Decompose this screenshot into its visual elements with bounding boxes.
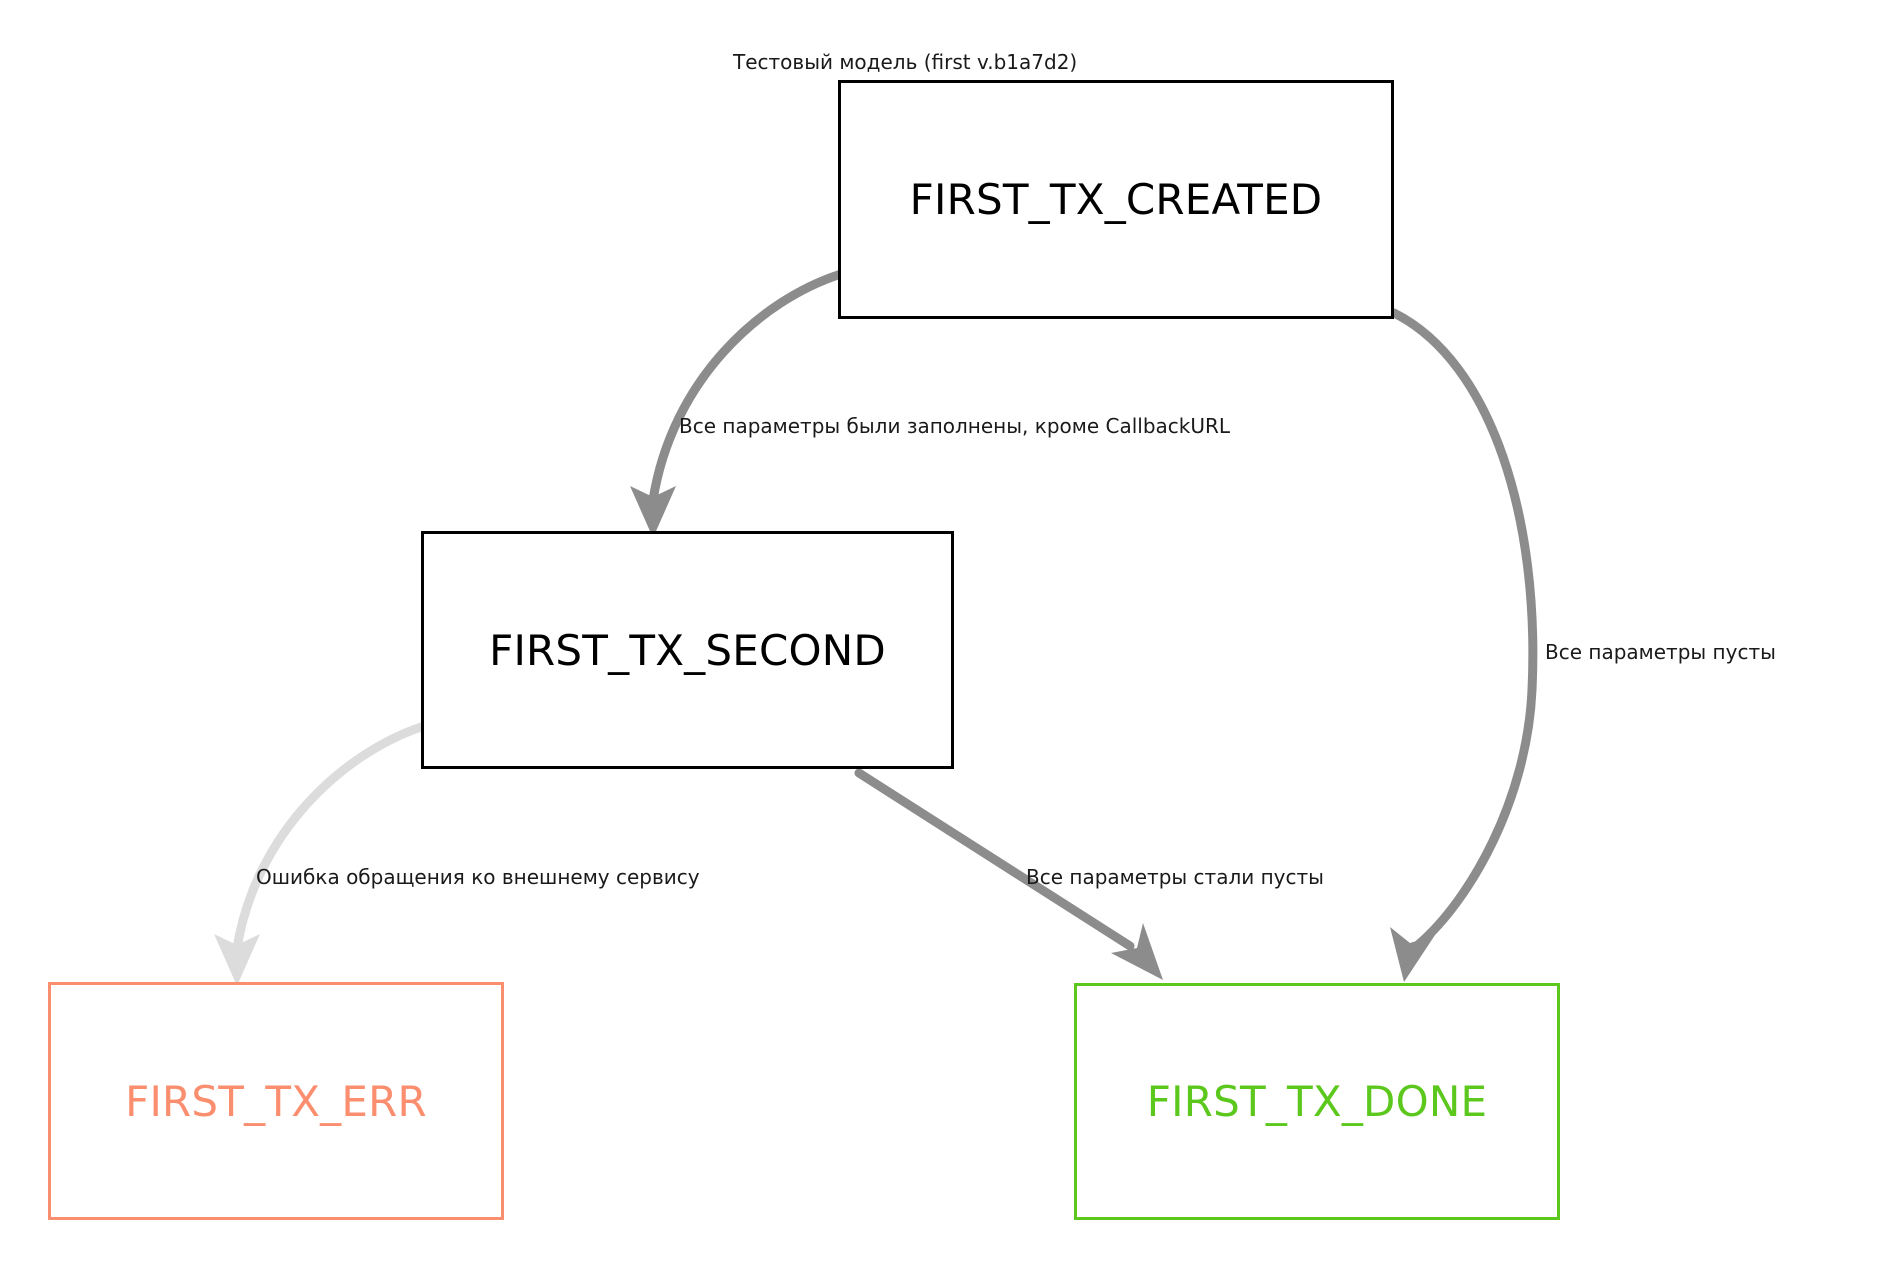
node-first-tx-second[interactable]: FIRST_TX_SECOND bbox=[421, 531, 954, 769]
edge-created-to-second bbox=[630, 269, 846, 538]
arrowhead-second-to-err bbox=[214, 934, 260, 986]
node-label-first-tx-second: FIRST_TX_SECOND bbox=[489, 625, 886, 675]
arrowhead-second-to-done bbox=[1111, 923, 1163, 980]
edge-label-created-to-second: Все параметры были заполнены, кроме Call… bbox=[679, 414, 1231, 438]
node-first-tx-err[interactable]: FIRST_TX_ERR bbox=[48, 982, 504, 1220]
edge-label-second-to-done: Все параметры стали пусты bbox=[1026, 865, 1324, 889]
edge-created-to-done bbox=[1389, 308, 1538, 982]
edge-second-to-err bbox=[214, 721, 429, 986]
arrowhead-created-to-done bbox=[1390, 927, 1435, 982]
node-label-first-tx-created: FIRST_TX_CREATED bbox=[909, 175, 1323, 224]
edge-label-second-to-err: Ошибка обращения ко внешнему сервису bbox=[256, 865, 700, 889]
node-first-tx-done[interactable]: FIRST_TX_DONE bbox=[1074, 983, 1560, 1220]
node-first-tx-created[interactable]: FIRST_TX_CREATED bbox=[838, 80, 1394, 319]
edge-label-created-to-done: Все параметры пусты bbox=[1545, 640, 1776, 664]
node-label-first-tx-err: FIRST_TX_ERR bbox=[125, 1076, 427, 1126]
node-label-first-tx-done: FIRST_TX_DONE bbox=[1146, 1077, 1488, 1126]
diagram-title: Тестовый модель (first v.b1a7d2) bbox=[733, 50, 1078, 74]
